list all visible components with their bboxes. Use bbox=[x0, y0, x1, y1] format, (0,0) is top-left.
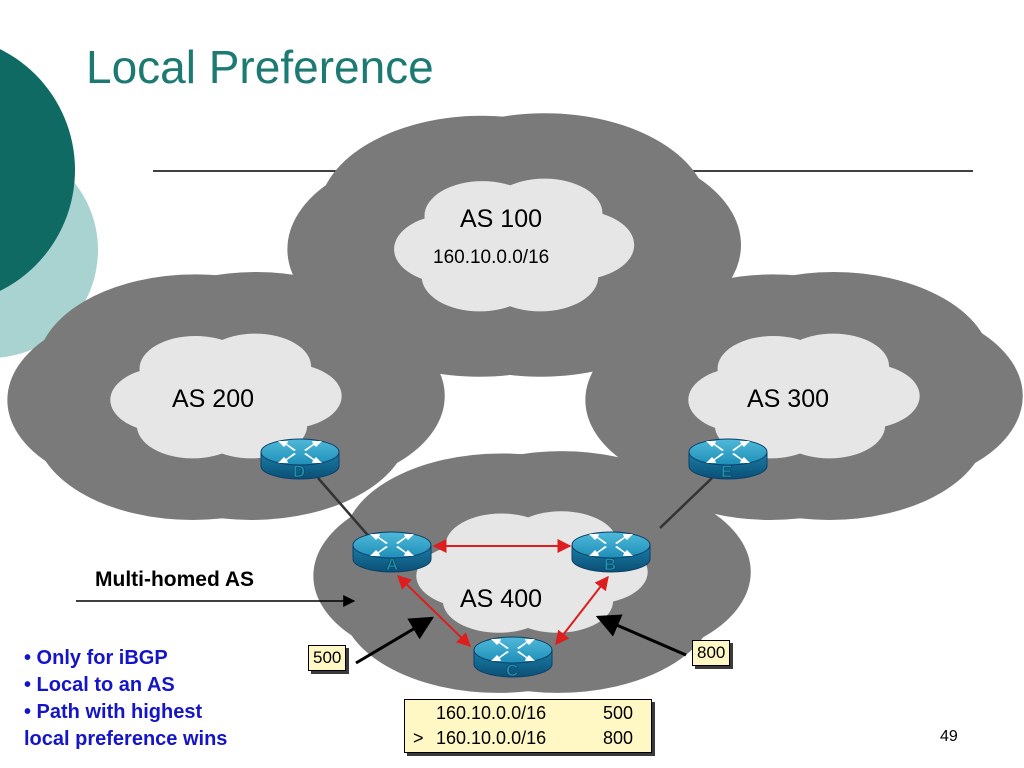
router-B-label: B bbox=[604, 555, 617, 575]
pref-500-arrow bbox=[355, 616, 435, 665]
decor-dark-circle bbox=[0, 49, 75, 291]
route-local-pref: 500 bbox=[603, 703, 634, 723]
bullet-item: • Only for iBGP bbox=[24, 647, 168, 669]
bullet-item: • Local to an AS bbox=[24, 674, 175, 696]
page-number: 49 bbox=[940, 728, 958, 745]
route-local-pref: 800 bbox=[603, 728, 634, 748]
bgp-table-row: > 160.10.0.0/16 800 bbox=[405, 728, 651, 752]
as200-label: AS 200 bbox=[172, 385, 255, 413]
bullet-item: local preference wins bbox=[24, 728, 228, 750]
router-D-label: D bbox=[293, 462, 306, 482]
bullet-list: • Only for iBGP • Local to an AS • Path … bbox=[24, 645, 227, 753]
local-pref-box-right: 800 bbox=[692, 640, 731, 666]
route-prefix: 160.10.0.0/16 bbox=[436, 703, 547, 723]
router-E-label: E bbox=[721, 462, 733, 482]
ibgp-B-C bbox=[555, 575, 609, 646]
pref-800-arrow bbox=[595, 614, 687, 657]
bullet-item: • Path with highest bbox=[24, 701, 203, 723]
bgp-table-row: 160.10.0.0/16 500 bbox=[405, 703, 651, 727]
best-path-marker: > bbox=[413, 728, 424, 748]
link-E-B bbox=[659, 477, 713, 529]
route-prefix: 160.10.0.0/16 bbox=[436, 728, 547, 748]
ibgp-A-C bbox=[396, 575, 472, 647]
as300-label: AS 300 bbox=[747, 385, 830, 413]
router-C-label: C bbox=[506, 661, 519, 681]
link-D-A bbox=[317, 477, 373, 541]
multi-homed-label: Multi-homed AS bbox=[95, 568, 255, 591]
as400-label: AS 400 bbox=[460, 585, 543, 613]
bgp-table: 160.10.0.0/16 500 > 160.10.0.0/16 800 bbox=[404, 699, 652, 753]
as100-label: AS 100 bbox=[460, 205, 543, 233]
local-pref-box-left: 500 bbox=[308, 645, 347, 671]
as100-prefix: 160.10.0.0/16 bbox=[433, 247, 550, 268]
page-title: Local Preference bbox=[86, 41, 434, 93]
router-A-label: A bbox=[386, 555, 399, 575]
